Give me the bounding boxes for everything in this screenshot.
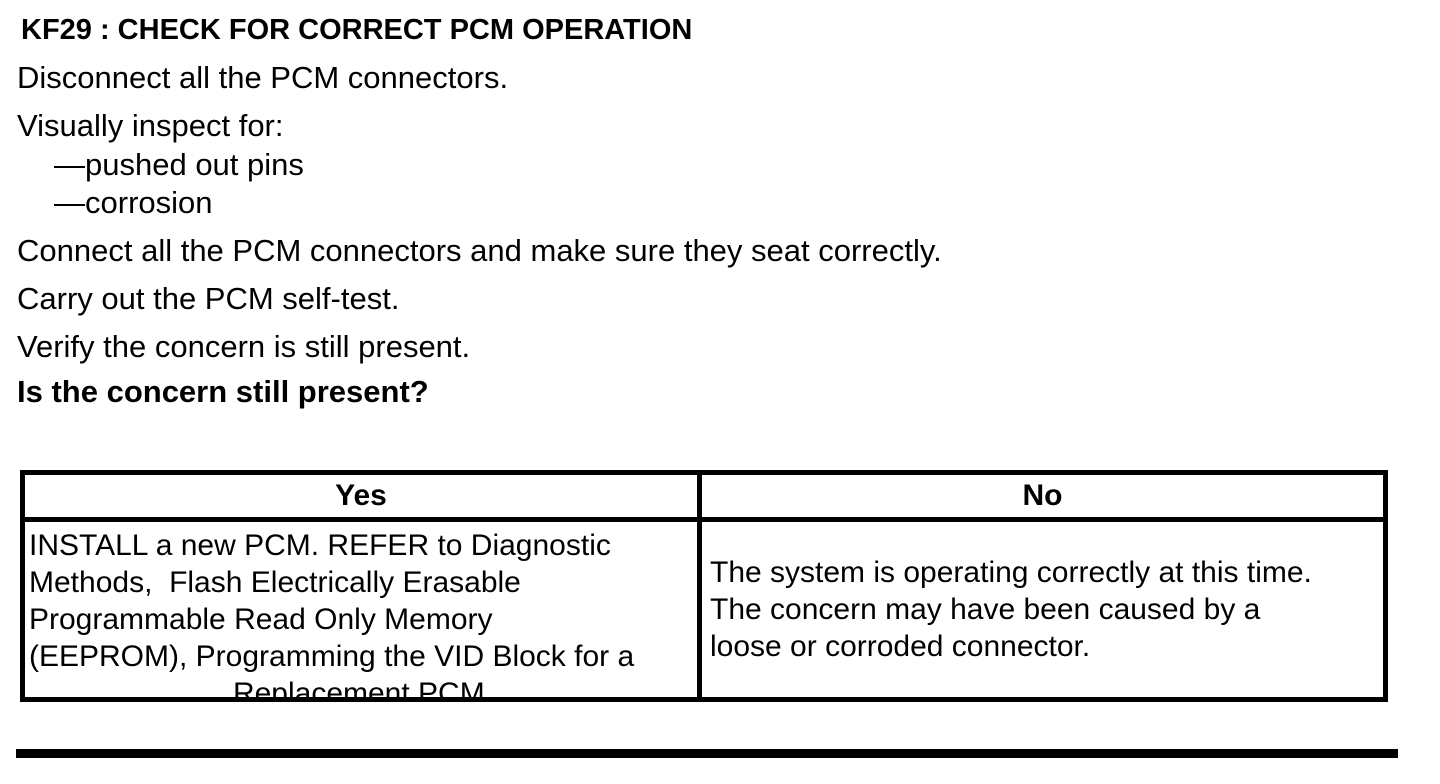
no-column-header: No xyxy=(1022,479,1063,512)
section-divider-rule xyxy=(16,749,1398,758)
yes-action-line: Replacement PCM. xyxy=(232,677,494,697)
yes-action-line: (EEPROM), Programming the VID Block for … xyxy=(29,640,635,673)
yes-column-header: Yes xyxy=(25,475,702,517)
no-action-line: loose or corroded connector. xyxy=(710,630,1091,663)
table-header-row: Yes No xyxy=(25,475,1383,522)
no-action-line: The system is operating correctly at thi… xyxy=(710,556,1312,589)
table-body-row: INSTALL a new PCM. REFER to Diagnostic M… xyxy=(25,522,1383,697)
yes-action-line: Methods, Flash Electrically Erasable xyxy=(29,566,521,599)
yes-action-line: Programmable Read Only Memory xyxy=(29,603,493,636)
decision-question: Is the concern still present? xyxy=(17,374,429,409)
no-action-line: The concern may have been caused by a xyxy=(710,593,1261,626)
step-self-test: Carry out the PCM self-test. xyxy=(17,281,400,316)
page-title: KF29 : CHECK FOR CORRECT PCM OPERATION xyxy=(21,14,693,46)
step-visually-inspect: Visually inspect for: xyxy=(17,108,284,143)
yes-action-cell: INSTALL a new PCM. REFER to Diagnostic M… xyxy=(25,522,702,697)
yes-action-line: INSTALL a new PCM. REFER to Diagnostic xyxy=(29,529,611,562)
inspect-item-pushed-out-pins: —pushed out pins xyxy=(54,147,304,182)
no-action-cell: The system is operating correctly at thi… xyxy=(702,522,1383,697)
step-connect-connectors: Connect all the PCM connectors and make … xyxy=(17,233,942,268)
step-disconnect-connectors: Disconnect all the PCM connectors. xyxy=(17,60,509,95)
step-verify-concern: Verify the concern is still present. xyxy=(17,329,471,364)
inspect-item-corrosion: —corrosion xyxy=(54,185,213,220)
yes-no-result-table: Yes No INSTALL a new PCM. REFER to Diagn… xyxy=(20,470,1388,702)
